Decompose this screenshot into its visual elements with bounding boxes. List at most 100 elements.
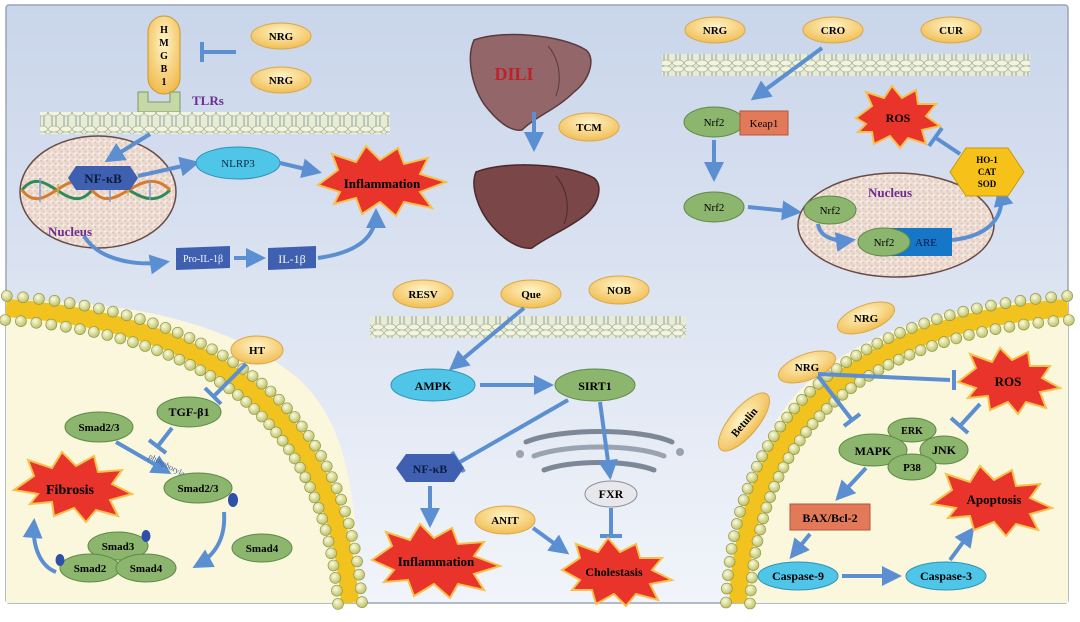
svg-text:FXR: FXR: [599, 487, 624, 501]
nrg-oval: NRG: [684, 16, 746, 44]
nrg-oval: NRG: [777, 350, 837, 384]
lipid-head: [836, 388, 849, 401]
lipid-head: [320, 460, 333, 473]
lipid-head: [256, 410, 268, 423]
pro-il1b-label: Pro-IL-1β: [183, 254, 223, 265]
lipid-head: [1029, 293, 1042, 305]
hmgb1-letter: G: [160, 51, 168, 62]
svg-text:NF-κB: NF-κB: [413, 462, 448, 476]
svg-text:Nrf2: Nrf2: [704, 117, 725, 129]
lipid-head: [342, 517, 355, 530]
lipid-head: [263, 418, 276, 431]
tlrs-label: TLRs: [192, 93, 224, 108]
lipid-head: [999, 297, 1012, 309]
lipid-head: [299, 471, 312, 484]
lipid-head: [296, 420, 308, 433]
lipid-head: [162, 349, 175, 361]
lipid-head: [751, 535, 764, 547]
lipid-head: [114, 332, 127, 345]
lipid-head: [171, 326, 184, 339]
svg-text:MAPK: MAPK: [855, 444, 892, 458]
hmgb1-letter: M: [159, 38, 169, 49]
lipid-head: [329, 572, 342, 584]
lipid-head: [761, 440, 774, 452]
lipid-head: [346, 530, 358, 542]
lipid-head: [860, 343, 873, 356]
tcm-oval: TCM: [558, 112, 620, 142]
svg-text:TCM: TCM: [576, 122, 602, 134]
lipid-head: [195, 337, 207, 350]
lipid-head: [327, 559, 340, 572]
lipid-head: [906, 322, 918, 334]
lipid-head: [315, 450, 327, 462]
svg-text:NOB: NOB: [607, 285, 632, 297]
svg-text:Caspase-9: Caspase-9: [772, 569, 824, 583]
lipid-head: [322, 535, 335, 548]
svg-text:AMPK: AMPK: [415, 379, 452, 393]
lipid-head: [288, 452, 301, 465]
ampk-node: [390, 368, 476, 402]
lipid-head: [147, 317, 159, 330]
lipid-head: [788, 402, 801, 415]
lipid-head: [0, 314, 11, 326]
svg-text:NRG: NRG: [269, 75, 294, 87]
hmgb1-letter: H: [160, 25, 168, 36]
lipid-head: [746, 471, 758, 484]
lipid-head: [127, 336, 139, 348]
lipid-head: [78, 299, 91, 312]
explosion-icon: [955, 346, 1063, 416]
lipid-head: [777, 461, 790, 474]
ht-oval: HT: [230, 335, 284, 365]
lipid-head: [730, 518, 743, 530]
betulin-oval: Betulin: [717, 392, 771, 452]
nucleus-label: Nucleus: [48, 224, 92, 239]
svg-text:Smad4: Smad4: [130, 563, 163, 575]
lipid-head: [281, 402, 293, 415]
lipid-head: [264, 385, 277, 398]
ros-label: ROS: [886, 111, 911, 125]
lipid-head: [764, 491, 776, 503]
lipid-head: [74, 323, 86, 336]
lipid-head: [903, 348, 916, 361]
svg-text:NRG: NRG: [269, 31, 294, 43]
lipid-head: [725, 543, 738, 555]
svg-text:RESV: RESV: [408, 289, 437, 301]
lipid-head: [134, 313, 146, 325]
caspase9-node: [757, 561, 839, 591]
inflammation-label: Inflammation: [344, 176, 421, 191]
lipid-head: [751, 460, 763, 473]
lipid-head: [1063, 314, 1075, 326]
explosion-icon: [854, 84, 943, 150]
lipid-head: [332, 598, 344, 610]
liver-icon: [469, 33, 592, 131]
lipid-head: [48, 294, 61, 307]
lipid-head: [971, 302, 983, 315]
lipid-head: [781, 411, 793, 424]
explosion-icon: [11, 450, 135, 524]
lipid-head: [734, 505, 746, 518]
lipid-head: [101, 329, 114, 341]
lipid-head: [737, 494, 750, 506]
lipid-head: [294, 461, 307, 474]
lipid-head: [845, 382, 857, 395]
lipid-head: [813, 410, 826, 423]
lipid-head: [728, 530, 740, 543]
cell-membrane: [662, 54, 1030, 76]
ho1-hexagon: [949, 147, 1025, 197]
lipid-head: [276, 434, 289, 447]
lipid-head: [139, 340, 151, 352]
lipid-head: [782, 452, 795, 464]
lipid-head: [312, 502, 325, 514]
lipid-head: [88, 326, 100, 338]
lipid-head: [173, 353, 186, 366]
tgfb1-node: [156, 396, 222, 428]
svg-text:Smad2: Smad2: [74, 563, 107, 575]
smad4-node: [231, 533, 293, 563]
fxr-node: [584, 480, 638, 508]
svg-text:ERK: ERK: [901, 426, 923, 437]
inflammation-label: Inflammation: [398, 554, 475, 569]
lipid-head: [335, 493, 347, 506]
lipid-head: [943, 309, 956, 322]
lipid-head: [760, 501, 773, 514]
svg-text:CAT: CAT: [978, 167, 996, 177]
